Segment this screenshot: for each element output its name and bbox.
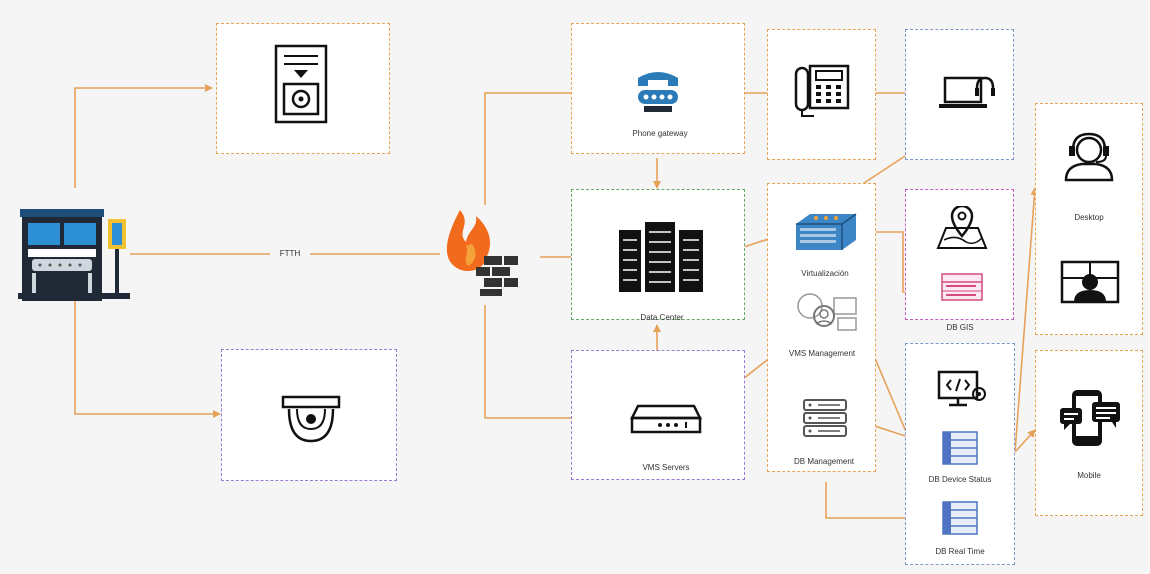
link-dbmgmt-realtime bbox=[825, 482, 937, 522]
ftth-label: FTTH bbox=[270, 249, 310, 259]
firewall-icon bbox=[446, 210, 518, 296]
db-management-label: DB Management bbox=[793, 457, 855, 466]
phone-gateway-label: Phone gateway bbox=[632, 129, 688, 138]
dome-camera-icon bbox=[281, 395, 341, 443]
desk-phone-icon bbox=[794, 64, 850, 117]
bus-stop-icon bbox=[18, 209, 130, 301]
phone-gateway-icon bbox=[638, 72, 678, 112]
headset-agent-icon bbox=[1064, 132, 1114, 182]
link-device-mobile bbox=[1014, 429, 1036, 453]
virtualization-label: Virtualización bbox=[801, 269, 849, 278]
db-real-time-label: DB Real Time bbox=[935, 547, 985, 556]
data-center-label: Data Center bbox=[640, 313, 684, 322]
link-bus-camera bbox=[74, 300, 221, 418]
desktop-label: Desktop bbox=[1074, 213, 1104, 222]
video-wall-icon bbox=[1060, 260, 1120, 304]
database-icon bbox=[803, 399, 847, 437]
server-rack-icon bbox=[630, 404, 702, 434]
data-center-icon bbox=[619, 222, 703, 292]
vms-servers-box bbox=[571, 350, 745, 480]
link-device-desktop bbox=[1014, 187, 1039, 453]
vms-management-icon bbox=[797, 293, 857, 331]
db-real-time-icon bbox=[942, 501, 978, 535]
mobile-label: Mobile bbox=[1077, 471, 1101, 480]
map-pin-icon bbox=[936, 206, 988, 249]
mobile-chat-icon bbox=[1060, 390, 1120, 446]
vms-management-label: VMS Management bbox=[788, 349, 856, 358]
laptop-support-icon bbox=[939, 76, 995, 108]
db-gis-label: DB GIS bbox=[946, 323, 974, 332]
kiosk-terminal-icon bbox=[274, 44, 328, 124]
db-device-status-label: DB Device Status bbox=[928, 475, 992, 484]
code-monitor-icon bbox=[937, 370, 986, 407]
vms-servers-label: VMS Servers bbox=[642, 463, 690, 472]
virtualization-icon bbox=[796, 213, 857, 250]
laptop-box bbox=[905, 29, 1014, 160]
link-bus-kiosk bbox=[74, 84, 213, 188]
desk-phone-box bbox=[767, 29, 876, 160]
db-device-status-icon bbox=[942, 431, 978, 465]
db-gis-table-icon bbox=[941, 273, 983, 301]
phone-gateway-box bbox=[571, 23, 745, 154]
